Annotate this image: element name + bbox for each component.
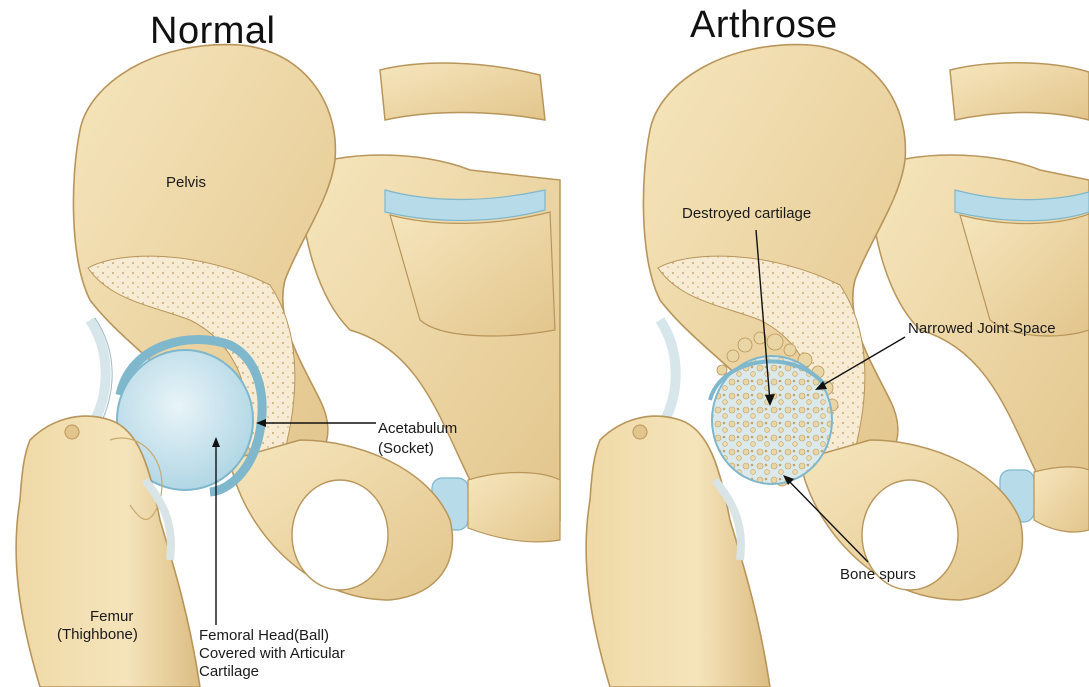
pelvis-label: Pelvis: [166, 174, 206, 191]
arthrose-panel: [586, 45, 1089, 687]
acetabulum-sub-label: (Socket): [378, 440, 434, 457]
bone-spurs-label: Bone spurs: [840, 566, 916, 583]
femoral-head-label-line2: Covered with Articular: [199, 645, 345, 662]
femur-sub-label: (Thighbone): [57, 626, 138, 643]
femoral-head-label-line3: Cartilage: [199, 663, 259, 680]
femoral-head-label-line1: Femoral Head(Ball): [199, 627, 329, 644]
femur-label: Femur: [90, 608, 133, 625]
narrowed-joint-space-label: Narrowed Joint Space: [908, 320, 1056, 337]
normal-panel: [16, 45, 560, 687]
acetabulum-label: Acetabulum: [378, 420, 457, 437]
destroyed-cartilage-label: Destroyed cartilage: [682, 205, 811, 222]
